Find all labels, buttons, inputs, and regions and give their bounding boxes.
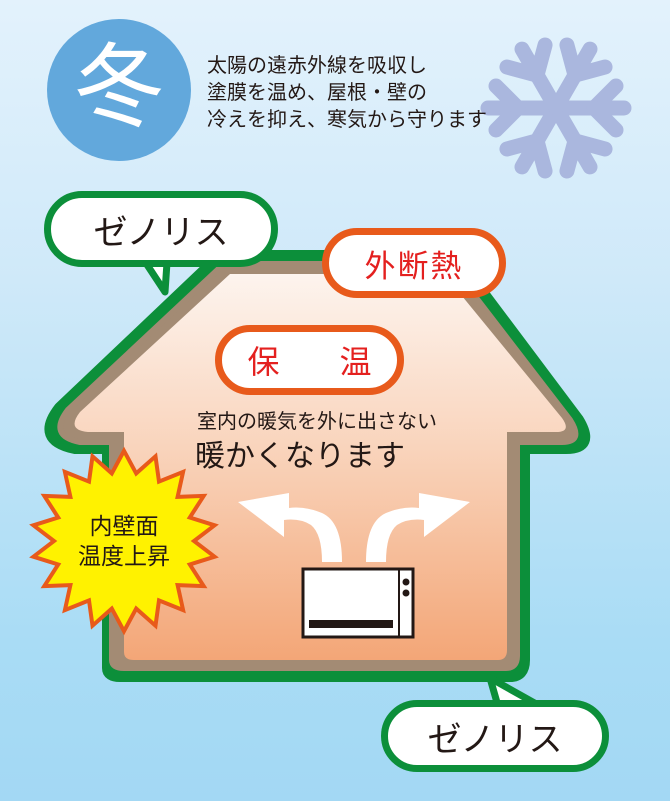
intro-line: 太陽の遠赤外線を吸収し	[207, 53, 427, 77]
heat-retention-text: 保 温	[247, 343, 386, 381]
callout-roof-coating: ゼノリス	[44, 191, 278, 267]
intro-line: 冷えを抑え、寒気から守ります	[207, 107, 487, 131]
season-badge: 冬	[47, 19, 191, 161]
burst-label: 内壁面 温度上昇	[58, 512, 190, 572]
warm-air-arrows-icon	[238, 493, 470, 562]
callout-roof-coating-label: ゼノリス	[93, 212, 229, 253]
label-external-insulation: 外断熱	[322, 228, 506, 298]
label-heat-retention: 保 温	[215, 325, 404, 395]
external-insulation-text: 外断熱	[364, 248, 464, 285]
snowflake-icon	[488, 38, 632, 178]
burst-label-line2: 温度上昇	[78, 544, 170, 570]
burst-label-line1: 内壁面	[89, 514, 159, 540]
temperature-burst-icon	[29, 446, 219, 636]
house-description-line2: 暖かくなります	[195, 439, 405, 474]
callout-wall-coating: ゼノリス	[381, 700, 609, 772]
heater-icon	[301, 567, 415, 639]
callout-wall-coating-label: ゼノリス	[427, 719, 563, 760]
house-description-line1: 室内の暖気を外に出さない	[197, 409, 437, 433]
intro-text: 太陽の遠赤外線を吸収し 塗膜を温め、屋根・壁の 冷えを抑え、寒気から守ります	[207, 52, 607, 133]
season-label: 冬	[72, 34, 165, 141]
intro-line: 塗膜を温め、屋根・壁の	[207, 80, 427, 104]
